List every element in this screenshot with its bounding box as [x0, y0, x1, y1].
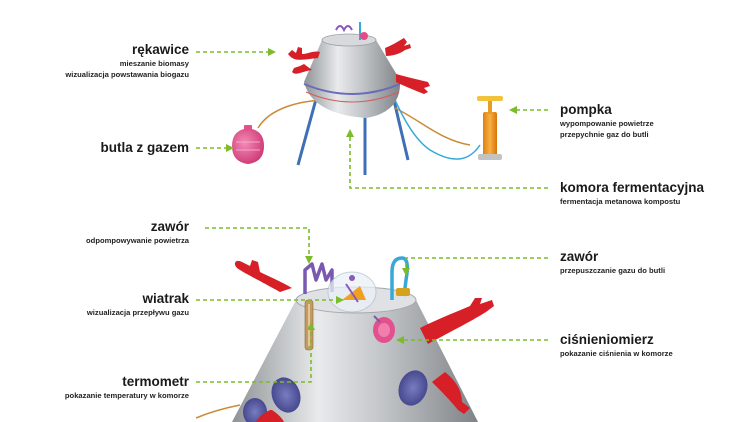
- label-rekawice: rękawice mieszanie biomasy wizualizacja …: [65, 42, 189, 80]
- gas-bottle-shape: [232, 125, 264, 164]
- leader-lines: [196, 51, 548, 383]
- label-rekawice-line2: wizualizacja powstawania biogazu: [65, 70, 189, 79]
- label-komora-title: komora fermentacyjna: [560, 180, 705, 195]
- leader-zawor-right: [405, 257, 548, 270]
- label-komora: komora fermentacyjna fermentacja metanow…: [560, 180, 704, 207]
- label-pompka: pompka wypompowanie powietrze przepychni…: [560, 102, 654, 140]
- label-komora-line1: fermentacja metanowa kompostu: [560, 197, 681, 206]
- pump-shape: [477, 96, 503, 160]
- label-pompka-line1: wypompowanie powietrze: [560, 119, 654, 128]
- leader-komora: [349, 135, 548, 189]
- leader-termometr: [196, 328, 312, 383]
- label-zawor-left-line1: odpompowywanie powietrza: [86, 236, 189, 245]
- label-cisnieniomierz: ciśnieniomierz pokazanie ciśnienia w kom…: [560, 332, 673, 359]
- label-wiatrak: wiatrak wizualizacja przepływu gazu: [87, 291, 189, 318]
- label-rekawice-title: rękawice: [131, 42, 189, 57]
- label-wiatrak-title: wiatrak: [142, 291, 189, 306]
- label-termometr: termometr pokazanie temperatury w komorz…: [65, 374, 189, 401]
- leader-arrowheads: [226, 48, 517, 344]
- label-butla-title: butla z gazem: [100, 140, 189, 155]
- leader-zawor-left: [205, 227, 310, 258]
- label-pompka-line2: przepychnie gaz do butli: [560, 130, 649, 139]
- label-termometr-line1: pokazanie temperatury w komorze: [64, 391, 189, 400]
- label-cisnieniomierz-line1: pokazanie ciśnienia w komorze: [560, 349, 673, 358]
- label-zawor-right: zawór przepuszczanie gazu do butli: [560, 249, 665, 276]
- large-reactor: [195, 256, 494, 422]
- small-reactor: [232, 22, 503, 175]
- small-gloves: [288, 38, 430, 94]
- label-termometr-title: termometr: [122, 374, 189, 389]
- label-rekawice-line1: mieszanie biomasy: [119, 59, 189, 68]
- label-wiatrak-line1: wizualizacja przepływu gazu: [86, 308, 189, 317]
- label-pompka-title: pompka: [560, 102, 612, 117]
- label-zawor-right-line1: przepuszczanie gazu do butli: [560, 266, 666, 275]
- label-zawor-right-title: zawór: [560, 249, 599, 264]
- label-zawor-left: zawór odpompowywanie powietrza: [86, 219, 189, 246]
- large-gloves: [234, 260, 494, 422]
- label-cisnieniomierz-title: ciśnieniomierz: [560, 332, 654, 347]
- label-butla: butla z gazem: [100, 140, 189, 156]
- label-zawor-left-title: zawór: [150, 219, 189, 234]
